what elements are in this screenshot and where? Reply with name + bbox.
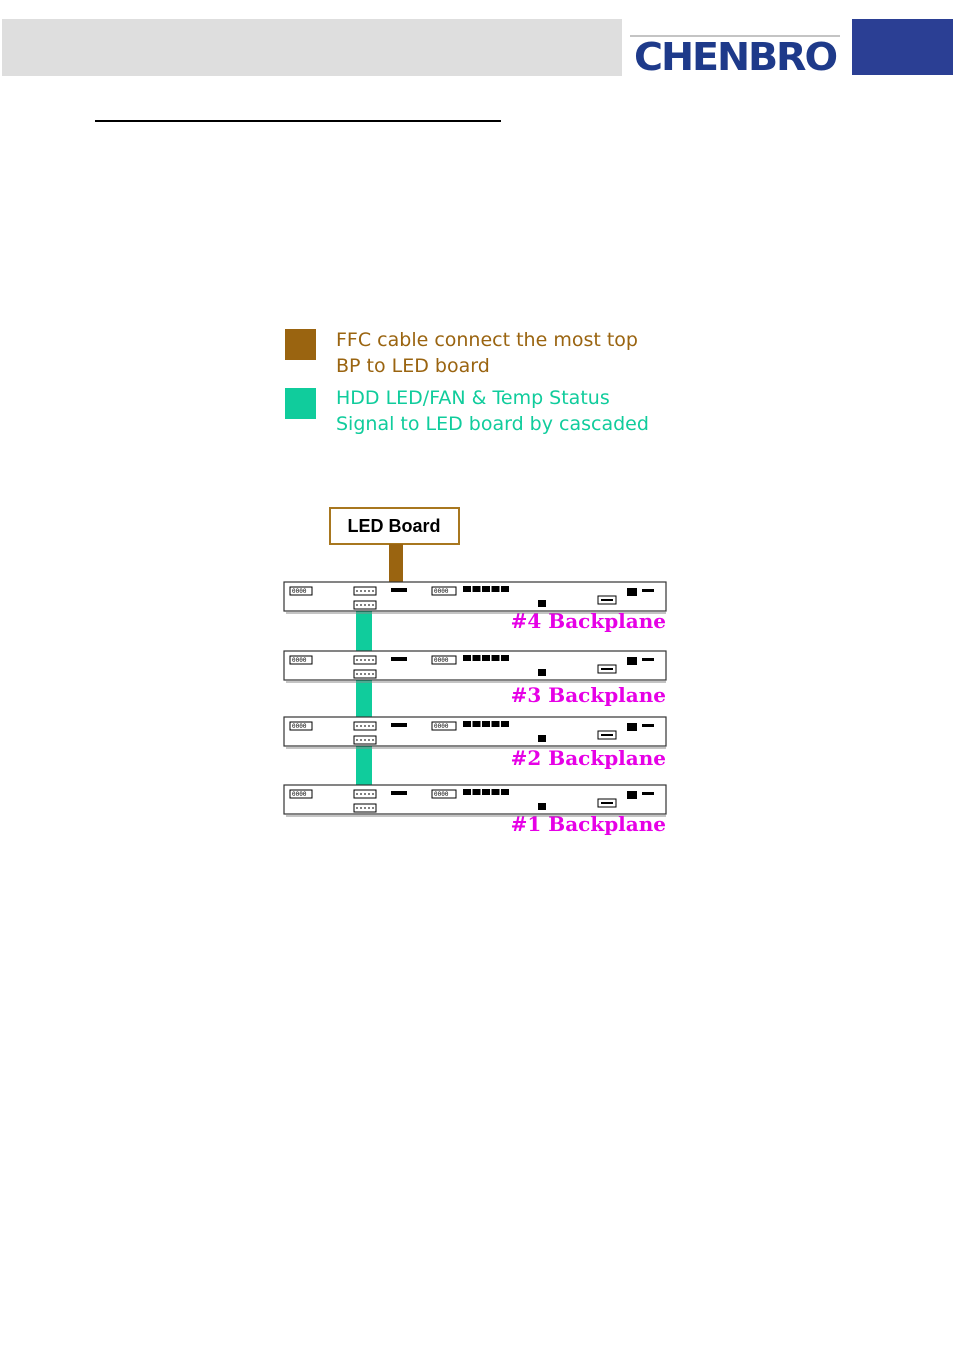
backplane-label: #2 Backplane — [511, 746, 666, 770]
led-pad — [482, 655, 490, 661]
led-pad — [472, 789, 481, 795]
power-connector — [431, 655, 457, 665]
cascade-cable — [356, 675, 372, 720]
cascade-signal-swatch — [285, 388, 316, 419]
connector-label: 0000 — [434, 657, 449, 664]
svg-text:CHENBRO: CHENBRO — [634, 35, 837, 77]
sata-slot — [601, 599, 613, 601]
led-pad — [482, 586, 490, 592]
connector-label: 0000 — [292, 588, 307, 595]
cascade-cable — [356, 609, 372, 654]
led-pad — [491, 586, 500, 592]
led-pad — [463, 586, 471, 592]
power-connector — [289, 789, 313, 799]
ffc-cable-legend-text: FFC cable connect the most top BP to LED… — [336, 329, 638, 377]
power-connector — [431, 586, 457, 596]
jumper — [627, 723, 637, 731]
sata-slot — [601, 734, 613, 736]
ffc-slot — [391, 791, 407, 795]
led-pad — [472, 721, 481, 727]
chenbro-logo: CHENBRO — [630, 35, 840, 77]
led-pad — [472, 655, 481, 661]
led-pad — [463, 789, 471, 795]
led-pad — [463, 655, 471, 661]
connector-label: 0000 — [292, 791, 307, 798]
led-pad — [472, 586, 481, 592]
jumper-pin — [642, 792, 654, 795]
connector-label: 0000 — [434, 723, 449, 730]
jumper-pin — [642, 589, 654, 592]
led-pad — [463, 721, 471, 727]
power-connector — [289, 586, 313, 596]
jumper-pin — [642, 658, 654, 661]
backplane-label: #1 Backplane — [511, 812, 666, 836]
jumper — [627, 657, 637, 665]
jumper — [627, 791, 637, 799]
led-pad — [501, 721, 509, 727]
led-pad — [482, 789, 490, 795]
ffc-cable — [389, 544, 403, 589]
led-pad — [491, 721, 500, 727]
led-pad — [491, 655, 500, 661]
led-pad — [501, 655, 509, 661]
backplane-label: #4 Backplane — [511, 609, 666, 633]
power-connector — [431, 789, 457, 799]
backplane-board: 0000 0000 #3 Backplane — [283, 650, 667, 707]
chip — [538, 735, 546, 742]
brand-block — [852, 19, 953, 75]
section-title-underline — [95, 120, 501, 122]
ffc-slot — [391, 588, 407, 592]
jumper — [627, 588, 637, 596]
sata-slot — [601, 668, 613, 670]
power-connector — [431, 721, 457, 731]
connector-label: 0000 — [434, 791, 449, 798]
led-pad — [482, 721, 490, 727]
ffc-slot — [391, 657, 407, 661]
power-connector — [289, 721, 313, 731]
jumper-pin — [642, 724, 654, 727]
connector-label: 0000 — [292, 723, 307, 730]
backplane-board: 0000 0000 #2 Backplane — [283, 716, 667, 770]
backplane-label: #3 Backplane — [511, 683, 666, 707]
ffc-slot — [391, 723, 407, 727]
power-connector — [289, 655, 313, 665]
led-board-label: LED Board — [347, 516, 440, 536]
chip — [538, 803, 546, 810]
led-pad — [501, 789, 509, 795]
ffc-cable-swatch — [285, 329, 316, 360]
connector-label: 0000 — [434, 588, 449, 595]
chip — [538, 600, 546, 607]
connector-label: 0000 — [292, 657, 307, 664]
backplane-board: 0000 0000 #1 Backplane — [283, 784, 667, 836]
led-pad — [501, 586, 509, 592]
header-bar — [2, 19, 622, 76]
led-pad — [491, 789, 500, 795]
sata-slot — [601, 802, 613, 804]
cascade-signal-legend-text: HDD LED/FAN & Temp Status Signal to LED … — [336, 387, 649, 435]
chip — [538, 669, 546, 676]
led-board: LED Board — [329, 507, 460, 545]
cascade-cable — [356, 741, 372, 788]
backplane-board: 0000 0000 #4 Backplane — [283, 581, 667, 633]
